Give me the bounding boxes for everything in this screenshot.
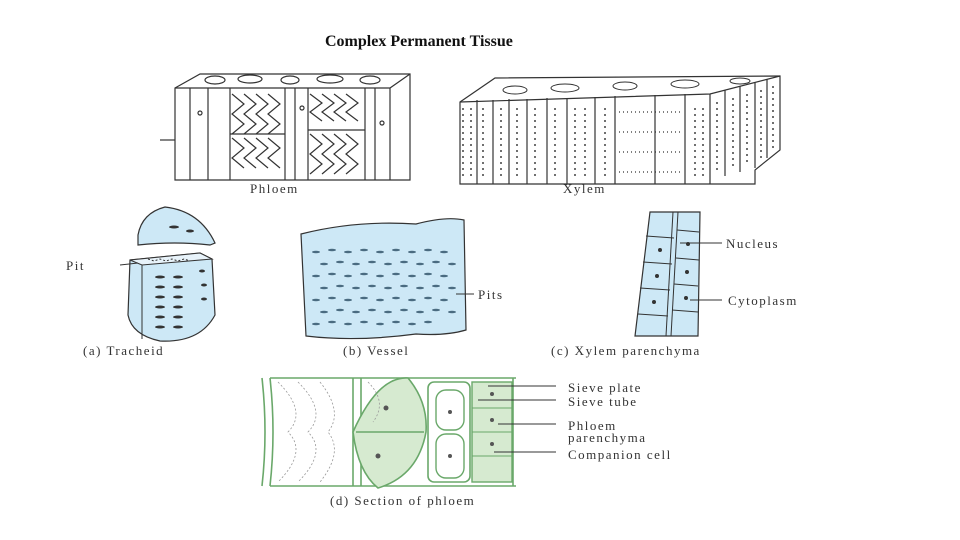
parenchyma-caption: (c) Xylem parenchyma xyxy=(551,343,701,358)
vessel-diagram xyxy=(300,218,474,340)
phloem-parenchyma-label-line1: Phloem xyxy=(568,418,617,433)
tracheid-caption: (a) Tracheid xyxy=(83,343,165,358)
xylem-block-diagram xyxy=(459,75,781,185)
tracheid-pit-label: Pit xyxy=(66,258,85,273)
sieve-plate-label: Sieve plate xyxy=(568,380,642,395)
tracheid-diagram xyxy=(119,206,216,342)
slide-title: Complex Permanent Tissue xyxy=(325,33,513,50)
xylem-label: Xylem xyxy=(563,181,606,196)
parenchyma-nucleus-label: Nucleus xyxy=(726,236,780,251)
xylem-parenchyma-diagram xyxy=(634,211,722,337)
sieve-tube-label: Sieve tube xyxy=(568,394,638,409)
vessel-caption: (b) Vessel xyxy=(343,343,410,358)
phloem-block-diagram xyxy=(160,73,411,181)
companion-cell-label: Companion cell xyxy=(568,447,672,462)
phloem-label: Phloem xyxy=(250,181,299,196)
phloem-parenchyma-label-line2: parenchyma xyxy=(568,430,647,445)
section-of-phloem-diagram xyxy=(261,377,556,489)
vessel-pits-label: Pits xyxy=(478,287,504,302)
parenchyma-cytoplasm-label: Cytoplasm xyxy=(728,293,798,308)
section-of-phloem-caption: (d) Section of phloem xyxy=(330,493,476,508)
